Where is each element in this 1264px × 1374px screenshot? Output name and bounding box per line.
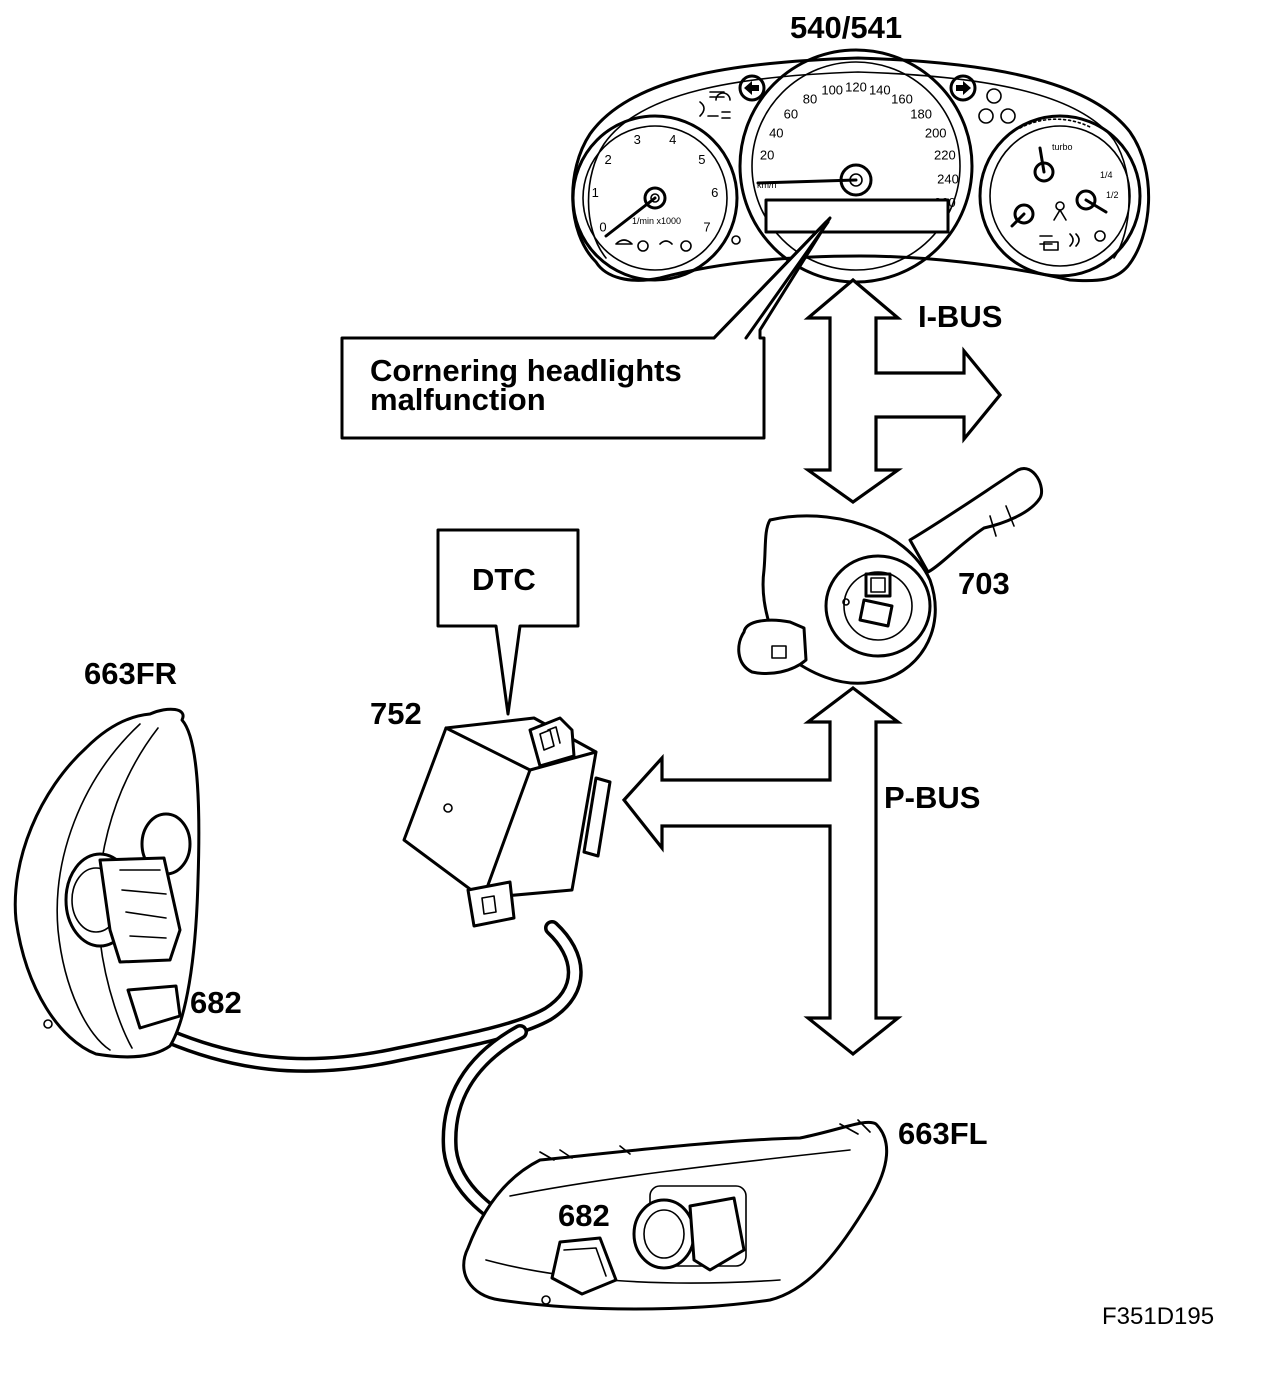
speedo-tick-3: 80	[803, 92, 817, 107]
module-label: 752	[370, 696, 422, 731]
seatbelt-icon	[1053, 201, 1067, 221]
message-line-1: Cornering headlights	[370, 353, 682, 388]
speedo-tick-4: 100	[821, 83, 843, 98]
tacho-tick-4: 4	[669, 132, 676, 147]
speedo-unit: km/h	[757, 180, 777, 190]
control-module	[402, 716, 612, 928]
speedometer: 20406080100120140160180200220240260 km/h	[731, 48, 974, 284]
dashboard-warning-icons	[1039, 230, 1106, 251]
cluster-housing	[571, 56, 1151, 283]
motor-left-label: 682	[558, 1198, 610, 1233]
right-turn-indicator-icon	[949, 74, 977, 102]
speedo-tick-5: 120	[845, 79, 867, 94]
fuel-tick-half: 1/2	[1106, 190, 1119, 200]
tacho-tick-1: 1	[592, 185, 599, 200]
fuel-tick-quarter: 1/4	[1100, 170, 1113, 180]
ibus-label: I-BUS	[918, 299, 1002, 334]
tacho-tick-labels: 0 1 2 3 4 5 6 7	[592, 132, 719, 234]
speedo-tick-7: 160	[891, 92, 913, 107]
left-turn-indicator-icon	[738, 74, 766, 102]
headlight-right	[13, 707, 201, 1059]
light-indicator-icons	[699, 88, 1016, 124]
speedo-tick-0: 20	[760, 148, 774, 163]
speedo-tick-10: 220	[934, 148, 956, 163]
speedo-tick-11: 240	[937, 171, 959, 186]
message-line-2: malfunction	[370, 382, 546, 417]
tacho-tick-2: 2	[604, 152, 611, 167]
cornering-message-callout: Cornering headlights malfunction	[340, 216, 832, 440]
dtc-callout: DTC	[436, 528, 580, 716]
message-display	[764, 198, 950, 234]
tacho-tick-7: 7	[703, 219, 710, 234]
cluster-label: 540/541	[790, 10, 902, 45]
tacho-tick-6: 6	[711, 185, 718, 200]
speedo-tick-6: 140	[869, 83, 891, 98]
headlight-left-label: 663FL	[898, 1116, 988, 1151]
speedo-tick-2: 60	[784, 106, 798, 121]
boost-label: turbo	[1052, 142, 1073, 152]
boost-fuel-gauge: turbo 1/4 1/2	[978, 114, 1142, 278]
speedo-tick-labels: 20406080100120140160180200220240260	[760, 79, 959, 210]
tacho-unit: 1/min x1000	[632, 216, 681, 226]
ibus-arrow	[802, 277, 1003, 504]
switch-label: 703	[958, 566, 1010, 601]
pbus-arrow	[621, 685, 903, 1057]
headlight-left	[462, 1119, 889, 1311]
motor-right-label: 682	[190, 985, 242, 1020]
tacho-tick-0: 0	[599, 219, 606, 234]
tacho-tick-5: 5	[698, 152, 705, 167]
figure-id: F351D195	[1102, 1303, 1214, 1330]
dtc-label: DTC	[472, 562, 536, 597]
speedo-tick-9: 200	[925, 125, 947, 140]
pbus-label: P-BUS	[884, 780, 980, 815]
tacho-tick-3: 3	[634, 132, 641, 147]
tacho-warning-icons	[615, 239, 692, 252]
steering-column-switch	[737, 467, 1043, 685]
tachometer: 0 1 2 3 4 5 6 7 1/min x1000	[571, 114, 739, 282]
speedo-tick-8: 180	[910, 106, 932, 121]
speedo-tick-1: 40	[769, 125, 783, 140]
headlight-right-label: 663FR	[84, 656, 177, 691]
